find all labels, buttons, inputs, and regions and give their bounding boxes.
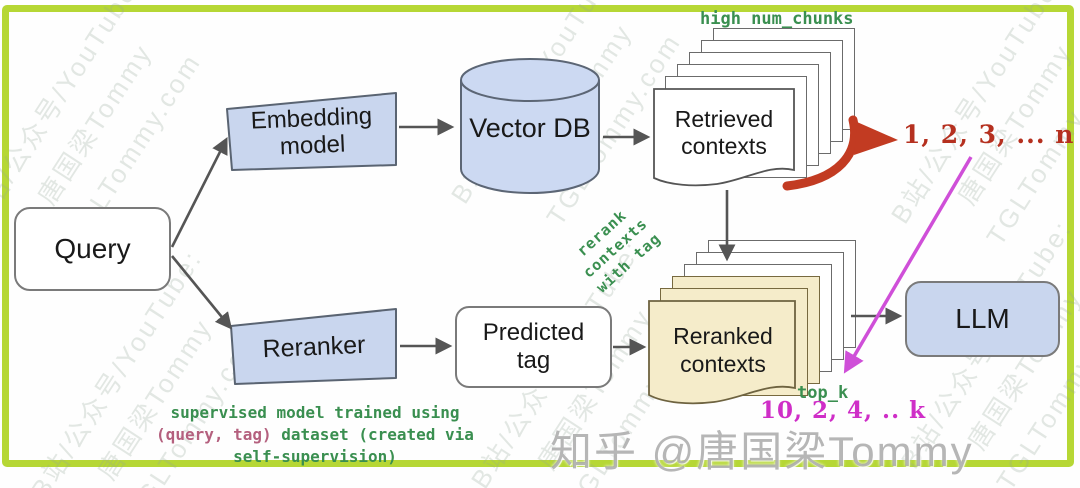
footnote-line2: (query, tag) dataset (created via [125,424,505,446]
node-query: Query [14,207,171,291]
skewed-box-shape [230,308,397,385]
footnote-line1: supervised model trained using [170,403,460,422]
node-llm-label: LLM [955,303,1010,334]
node-llm: LLM [905,281,1060,357]
node-vector-db-label: Vector DB [469,113,591,143]
cylinder-shape [460,58,600,195]
reranked-contexts-stack: Reranked contexts [648,240,860,418]
annotation-top-k: top_k [797,383,849,403]
annotation-reranked-sequence: 10, 2, 4, .. k [760,397,927,424]
frame-border [2,5,1074,467]
node-predicted-tag-label: Predicted tag [482,319,585,374]
node-vector-db: Vector DB [458,55,602,197]
node-embedding-model: Embedding model [224,90,400,174]
node-reranker-label: Reranker [261,330,366,363]
footnote-query-tag: (query, tag) [156,425,272,444]
retrieved-contexts-stack: Retrieved contexts [653,28,859,198]
node-reranker: Reranker [228,306,400,388]
document-sheet-front [648,300,796,405]
footnote-line3: self-supervision) [233,447,397,466]
footnote-line2-rest: dataset (created via [271,425,474,444]
skewed-box-shape [226,92,397,171]
node-query-label: Query [54,233,131,264]
annotation-rank-sequence: 1, 2, 3, ... n [903,120,1075,149]
node-embedding-model-label: Embedding model [250,102,373,161]
annotation-high-num-chunks: high num_chunks [700,9,854,29]
node-retrieved-contexts-label: Retrieved contexts [674,106,774,159]
node-predicted-tag: Predicted tag [455,306,612,388]
annotation-footnote: supervised model trained using (query, t… [125,402,505,468]
node-reranked-contexts-label: Reranked contexts [673,323,773,377]
